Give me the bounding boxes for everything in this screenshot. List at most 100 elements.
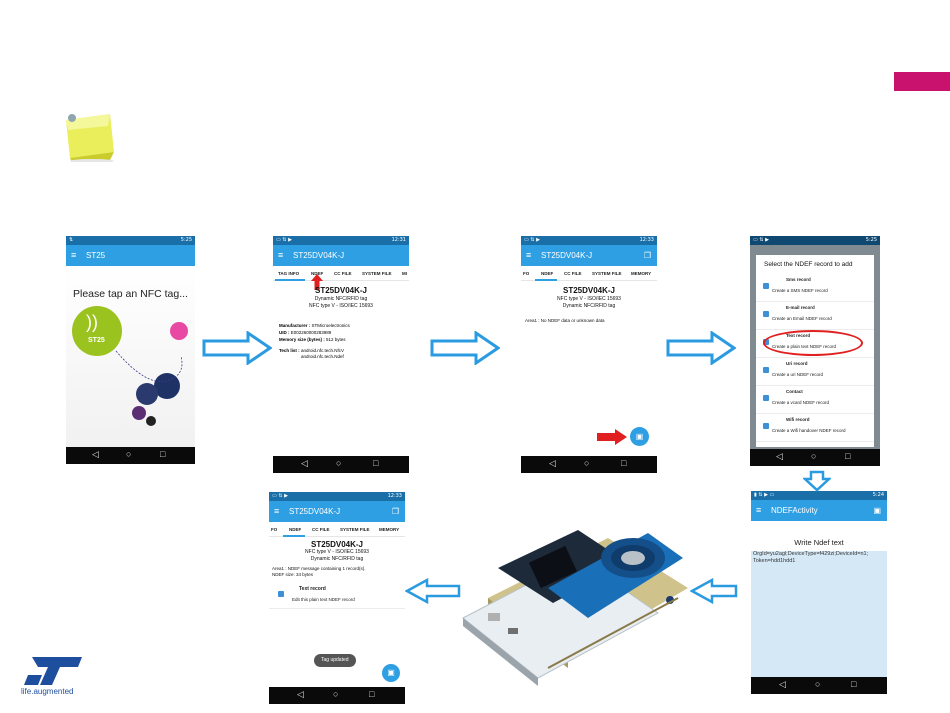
nav-bar: ◁ ○ □ xyxy=(269,687,405,704)
recents-icon[interactable]: □ xyxy=(845,451,851,461)
tab-memory[interactable]: MI xyxy=(402,271,407,276)
tab-system-file[interactable]: SYSTEM FILE xyxy=(592,271,622,276)
text-record-row[interactable]: Text record Edit this plain text NDEF re… xyxy=(269,582,405,609)
memory-value: 512 bytes xyxy=(326,337,346,342)
home-icon[interactable]: ○ xyxy=(815,679,821,689)
app-bar: ≡ NDEFActivity ▣ xyxy=(751,500,887,521)
tab-tag-info[interactable]: FO xyxy=(523,271,530,276)
record-subtitle: Create a Wifi handover NDEF record xyxy=(772,428,846,433)
ndef-text-area[interactable]: OrgId=yu2agl;DeviceType=f429zi;DeviceId=… xyxy=(751,551,887,677)
active-tab-indicator xyxy=(535,279,557,281)
tab-ndef[interactable]: NDEF xyxy=(311,271,324,276)
area-status: Area1 : No NDEF data or unknown data xyxy=(525,318,605,323)
tag-line-1: NFC type V - ISO/IEC 15693 xyxy=(557,296,621,302)
record-subtitle: Create a vcard NDEF record xyxy=(772,400,830,405)
home-icon[interactable]: ○ xyxy=(333,689,339,699)
record-option-text[interactable]: Text record Create a plain text NDEF rec… xyxy=(756,329,874,358)
recents-icon[interactable]: □ xyxy=(160,449,166,459)
phone-screen-1: ⇅5:25 ≡ ST25 Please tap an NFC tag... ST… xyxy=(66,236,195,464)
status-bar: ▭ ⇅ ▶12:31 xyxy=(273,236,409,245)
record-subtitle: Create a uri NDEF record xyxy=(772,372,824,377)
copy-icon[interactable]: ❐ xyxy=(391,507,399,516)
toast-text: Tag updated xyxy=(321,657,349,663)
add-record-fab[interactable]: ▣ xyxy=(630,427,649,446)
record-option-wifi[interactable]: Wifi record Create a Wifi handover NDEF … xyxy=(756,413,874,442)
tab-cc-file[interactable]: CC FILE xyxy=(334,271,352,276)
phone-circle-icon xyxy=(154,373,180,399)
tab-ndef[interactable]: NDEF xyxy=(541,271,554,276)
sms-icon xyxy=(763,283,769,289)
menu-icon[interactable]: ≡ xyxy=(756,505,762,515)
menu-icon[interactable]: ≡ xyxy=(71,250,77,260)
add-record-icon: ▣ xyxy=(635,432,644,441)
recents-icon[interactable]: □ xyxy=(621,458,627,468)
back-icon[interactable]: ◁ xyxy=(297,689,304,699)
back-icon[interactable]: ◁ xyxy=(549,458,556,468)
purple-circle-icon xyxy=(132,406,146,420)
tab-tag-info[interactable]: TAG INFO xyxy=(278,271,300,276)
phone-screen-3: ▭ ⇅ ▶12:33 ≡ ST25DV04K-J ❐ FO NDEF CC FI… xyxy=(521,236,657,473)
tab-ndef[interactable]: NDEF xyxy=(289,527,302,532)
record-title: E-mail record xyxy=(786,305,815,310)
tab-cc-file[interactable]: CC FILE xyxy=(564,271,582,276)
record-dialog: Select the NDEF record to add Sms record… xyxy=(756,255,874,447)
menu-icon[interactable]: ≡ xyxy=(274,506,280,516)
phone-screen-4: ▭ ⇅ ▶5:25 Select the NDEF record to add … xyxy=(750,236,880,466)
home-icon[interactable]: ○ xyxy=(336,458,342,468)
red-highlight-ellipse xyxy=(763,330,863,356)
add-record-fab[interactable]: ▣ xyxy=(382,664,400,682)
back-icon[interactable]: ◁ xyxy=(776,451,783,461)
app-bar: ≡ ST25 xyxy=(66,245,195,266)
tab-memory[interactable]: MEMORY xyxy=(379,527,400,532)
recents-icon[interactable]: □ xyxy=(373,458,379,468)
dialog-title: Select the NDEF record to add xyxy=(764,261,853,268)
logo-text: ST25 xyxy=(88,337,105,344)
tech-value-1: android.nfc.tech.NfcV xyxy=(300,348,344,353)
copy-icon[interactable]: ❐ xyxy=(643,251,651,260)
tab-system-file[interactable]: SYSTEM FILE xyxy=(340,527,370,532)
tab-system-file[interactable]: SYSTEM FILE xyxy=(362,271,392,276)
text-line-2: Token=hdd1hdd1 xyxy=(753,558,796,564)
record-subtitle: Edit this plain text NDEF record xyxy=(292,597,355,602)
back-icon[interactable]: ◁ xyxy=(301,458,308,468)
record-option-sms[interactable]: Sms record Create a SMS NDEF record xyxy=(756,273,874,302)
record-option-uri[interactable]: Uri record Create a uri NDEF record xyxy=(756,357,874,386)
record-title: Sms record xyxy=(786,277,811,282)
menu-icon[interactable]: ≡ xyxy=(278,250,284,260)
phone-screen-5: ▮ ⇅ ▶ ▭5:24 ≡ NDEFActivity ▣ Write Ndef … xyxy=(751,491,887,694)
status-bar: ▭ ⇅ ▶5:25 xyxy=(750,236,880,245)
contact-icon xyxy=(763,395,769,401)
nav-bar: ◁ ○ □ xyxy=(750,449,880,466)
home-icon[interactable]: ○ xyxy=(126,449,132,459)
pink-circle-icon xyxy=(170,322,188,340)
app-bar: ≡ ST25DV04K-J ❐ xyxy=(269,501,405,522)
red-arrow-right-icon xyxy=(597,429,627,450)
app-title: ST25DV04K-J xyxy=(293,251,345,260)
tab-tag-info[interactable]: FO xyxy=(271,527,278,532)
home-icon[interactable]: ○ xyxy=(584,458,590,468)
manufacturer-value: STMicroelectronics xyxy=(311,323,350,328)
recents-icon[interactable]: □ xyxy=(369,689,375,699)
tab-memory[interactable]: MEMORY xyxy=(631,271,652,276)
uid-label: UID : xyxy=(279,330,290,335)
wifi-icon xyxy=(763,423,769,429)
home-icon[interactable]: ○ xyxy=(811,451,817,461)
back-icon[interactable]: ◁ xyxy=(92,449,99,459)
record-option-email[interactable]: E-mail record Create an Email NDEF recor… xyxy=(756,301,874,330)
save-icon[interactable]: ▣ xyxy=(873,506,881,515)
tab-bar: TAG INFO NDEF CC FILE SYSTEM FILE MI xyxy=(273,266,409,281)
back-icon[interactable]: ◁ xyxy=(779,679,786,689)
record-option-contact[interactable]: Contact Create a vcard NDEF record xyxy=(756,385,874,414)
manufacturer-row: Manufacturer : STMicroelectronics xyxy=(279,323,350,329)
tag-line-1: Dynamic NFC/RFID tag xyxy=(314,296,368,302)
uid-row: UID : E002260000283989 xyxy=(279,330,331,336)
memory-row: Memory size (bytes) : 512 bytes xyxy=(279,337,346,343)
app-title: ST25DV04K-J xyxy=(289,507,341,516)
arrow-right-3-icon xyxy=(666,331,736,365)
menu-icon[interactable]: ≡ xyxy=(526,250,532,260)
tech-value-2: android.nfc.tech.Ndef xyxy=(301,354,344,359)
tag-line-2: Dynamic NFC/RFID tag xyxy=(562,303,616,309)
recents-icon[interactable]: □ xyxy=(851,679,857,689)
tab-cc-file[interactable]: CC FILE xyxy=(312,527,330,532)
factory-circle-icon xyxy=(136,383,158,405)
